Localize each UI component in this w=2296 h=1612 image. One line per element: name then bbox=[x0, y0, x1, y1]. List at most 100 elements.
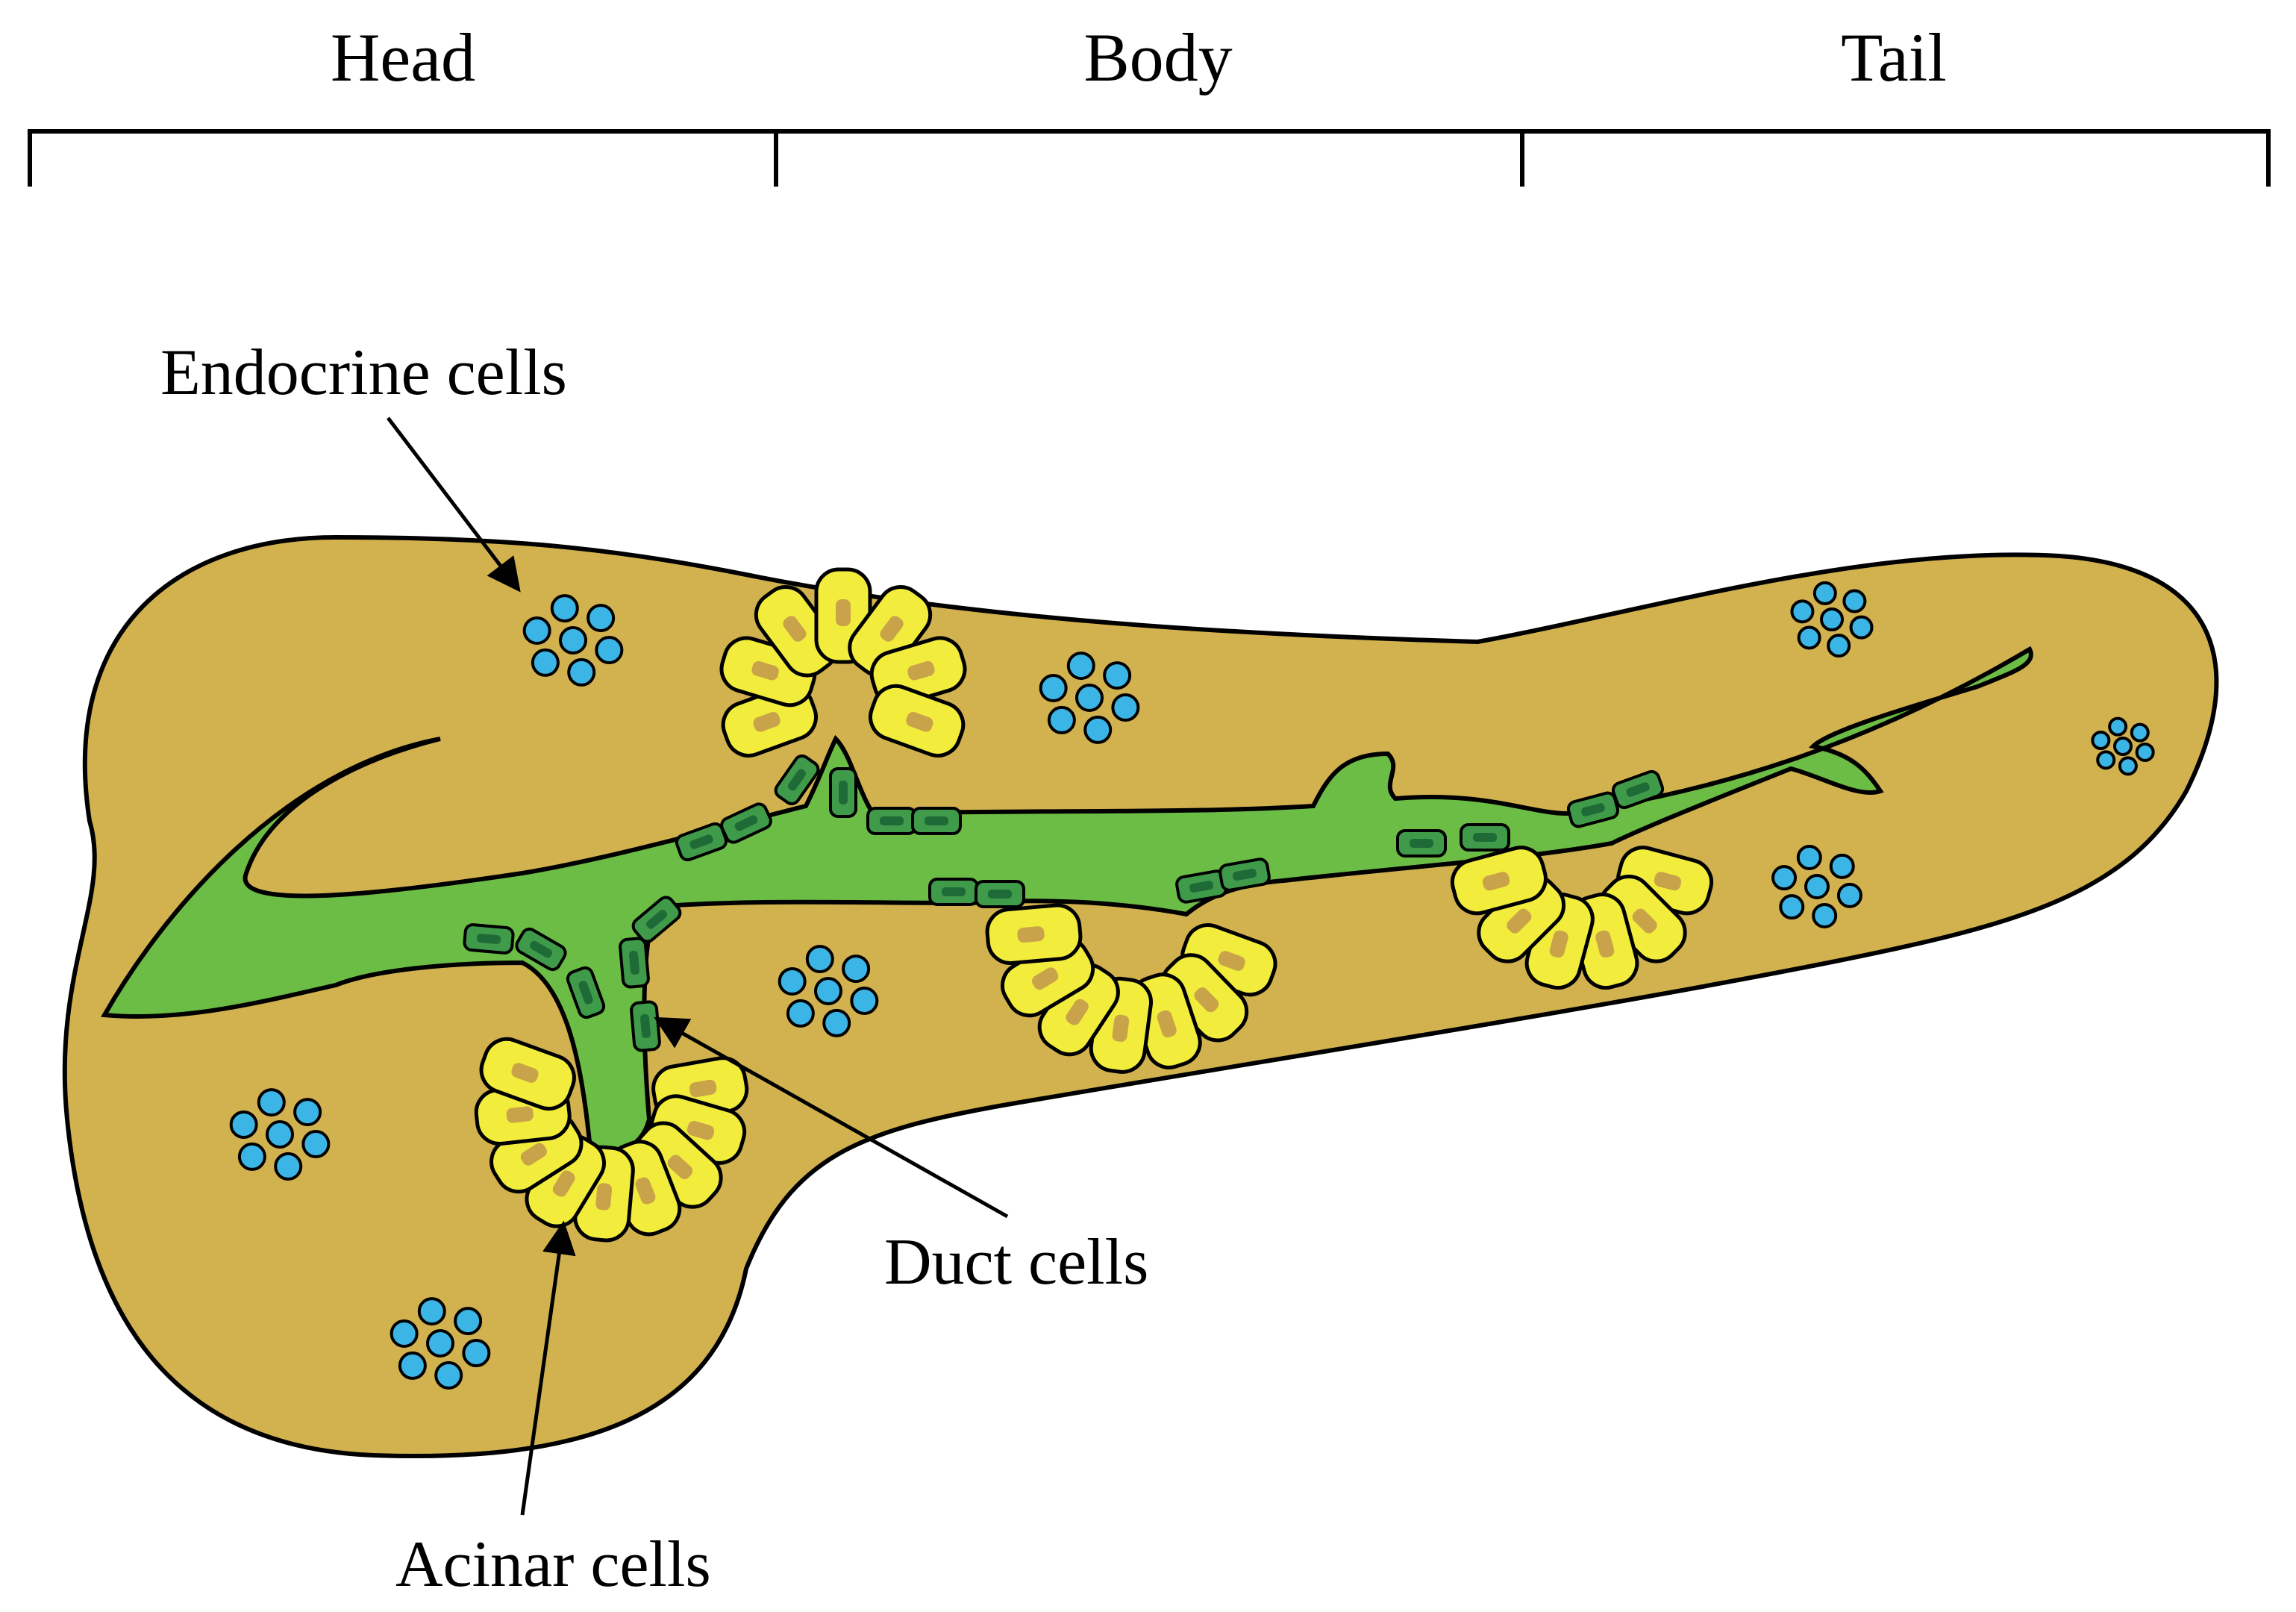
endocrine-cell bbox=[434, 1360, 463, 1390]
endocrine-cell bbox=[531, 648, 560, 677]
duct-cell bbox=[463, 923, 515, 955]
endocrine-cluster bbox=[229, 1088, 331, 1181]
acinar-cell bbox=[985, 903, 1083, 966]
endocrine-cell bbox=[266, 1120, 294, 1149]
duct-cell bbox=[630, 1000, 661, 1052]
endocrine-cell bbox=[1790, 599, 1815, 624]
endocrine-cell bbox=[417, 1297, 446, 1326]
duct-cell bbox=[975, 880, 1025, 908]
acinar-callout-arrow bbox=[520, 1220, 576, 1516]
endocrine-cluster bbox=[778, 945, 879, 1037]
endocrine-cell bbox=[237, 1142, 266, 1171]
duct-cell bbox=[515, 927, 567, 972]
acinar-cluster bbox=[719, 567, 967, 757]
duct-cell-layer bbox=[463, 754, 1665, 1052]
acinar-cell-layer bbox=[474, 567, 1714, 1243]
endocrine-cluster bbox=[522, 594, 624, 687]
endocrine-cell bbox=[398, 1351, 427, 1380]
endocrine-cell bbox=[462, 1339, 491, 1368]
duct-cell bbox=[829, 767, 857, 818]
duct-cell bbox=[911, 807, 962, 835]
duct-cell bbox=[619, 937, 650, 989]
endocrine-cell bbox=[1047, 705, 1076, 734]
endocrine-cell bbox=[454, 1307, 483, 1336]
endocrine-cell bbox=[559, 626, 587, 655]
endocrine-cell bbox=[1083, 715, 1113, 744]
endocrine-cell bbox=[229, 1110, 258, 1139]
endocrine-cell bbox=[1771, 865, 1798, 891]
duct-cell bbox=[774, 754, 820, 806]
endocrine-cell bbox=[842, 955, 871, 984]
endocrine-cell bbox=[822, 1008, 851, 1037]
endocrine-cell bbox=[2130, 722, 2150, 743]
endocrine-cell bbox=[1812, 903, 1838, 929]
duct-cell bbox=[566, 966, 606, 1019]
endocrine-cell bbox=[1075, 684, 1104, 712]
endocrine-cell bbox=[814, 977, 842, 1005]
endocrine-cell bbox=[1812, 581, 1837, 605]
endocrine-cell bbox=[2135, 742, 2155, 762]
acinar-cluster bbox=[474, 1037, 749, 1243]
endocrine-cell bbox=[1849, 615, 1874, 640]
region-label-body: Body bbox=[1083, 19, 1232, 96]
endocrine-cell bbox=[2113, 737, 2133, 756]
duct-cell bbox=[631, 896, 682, 943]
duct-cell bbox=[1219, 857, 1271, 892]
duct-callout-arrow bbox=[654, 1016, 1009, 1219]
endocrine-cell bbox=[586, 604, 616, 633]
endocrine-cell bbox=[2096, 750, 2116, 770]
endocrine-callout-label: Endocrine cells bbox=[160, 337, 567, 409]
region-bracket bbox=[28, 129, 2271, 187]
endocrine-cell bbox=[1804, 874, 1830, 899]
duct-cell bbox=[1611, 769, 1665, 810]
endocrine-cell bbox=[390, 1319, 419, 1348]
duct-cell bbox=[928, 878, 979, 906]
acinar-cluster bbox=[985, 903, 1277, 1074]
endocrine-cell bbox=[1829, 853, 1855, 879]
endocrine-cell bbox=[1066, 652, 1095, 681]
endocrine-cell bbox=[1103, 661, 1132, 690]
endocrine-cluster bbox=[1039, 652, 1140, 744]
endocrine-cluster bbox=[2091, 716, 2155, 776]
endocrine-cell bbox=[595, 636, 624, 665]
duct-cell bbox=[1566, 791, 1620, 828]
endocrine-cell bbox=[567, 657, 596, 687]
endocrine-cluster bbox=[1790, 581, 1874, 658]
endocrine-cell bbox=[257, 1088, 286, 1117]
endocrine-cell bbox=[550, 594, 579, 623]
acinar-cluster bbox=[1450, 846, 1714, 990]
acinar-cell bbox=[479, 1037, 576, 1111]
duct-cell bbox=[866, 807, 917, 835]
endocrine-cell-layer bbox=[229, 581, 2155, 1390]
endocrine-cell bbox=[1039, 673, 1068, 702]
endocrine-cell bbox=[301, 1130, 331, 1159]
acinar-cell bbox=[1450, 846, 1548, 916]
acinar-callout-label: Acinar cells bbox=[395, 1528, 711, 1601]
endocrine-cell bbox=[2118, 756, 2138, 776]
endocrine-cluster bbox=[390, 1297, 491, 1390]
endocrine-cell bbox=[1779, 894, 1805, 920]
acinar-cell bbox=[869, 684, 966, 757]
endocrine-cell bbox=[274, 1152, 303, 1181]
endocrine-cell bbox=[778, 966, 807, 996]
endocrine-cell bbox=[293, 1098, 322, 1127]
endocrine-cell bbox=[1836, 882, 1862, 908]
duct-cell bbox=[1460, 823, 1510, 852]
endocrine-cell bbox=[2091, 731, 2111, 751]
endocrine-cell bbox=[805, 945, 834, 974]
endocrine-cluster bbox=[1771, 844, 1862, 929]
duct-cell bbox=[1396, 829, 1447, 857]
duct-cell bbox=[720, 802, 772, 844]
region-label-head: Head bbox=[331, 19, 475, 96]
region-label-tail: Tail bbox=[1841, 19, 1947, 96]
endocrine-cell bbox=[522, 616, 551, 645]
endocrine-cell bbox=[850, 987, 879, 1016]
endocrine-cell bbox=[1827, 634, 1851, 658]
endocrine-cell bbox=[426, 1329, 454, 1358]
endocrine-cell bbox=[1111, 693, 1140, 722]
endocrine-cell bbox=[1842, 589, 1867, 613]
endocrine-cell bbox=[2108, 716, 2128, 737]
endocrine-cell bbox=[1797, 625, 1821, 650]
endocrine-callout-arrow bbox=[387, 416, 521, 593]
